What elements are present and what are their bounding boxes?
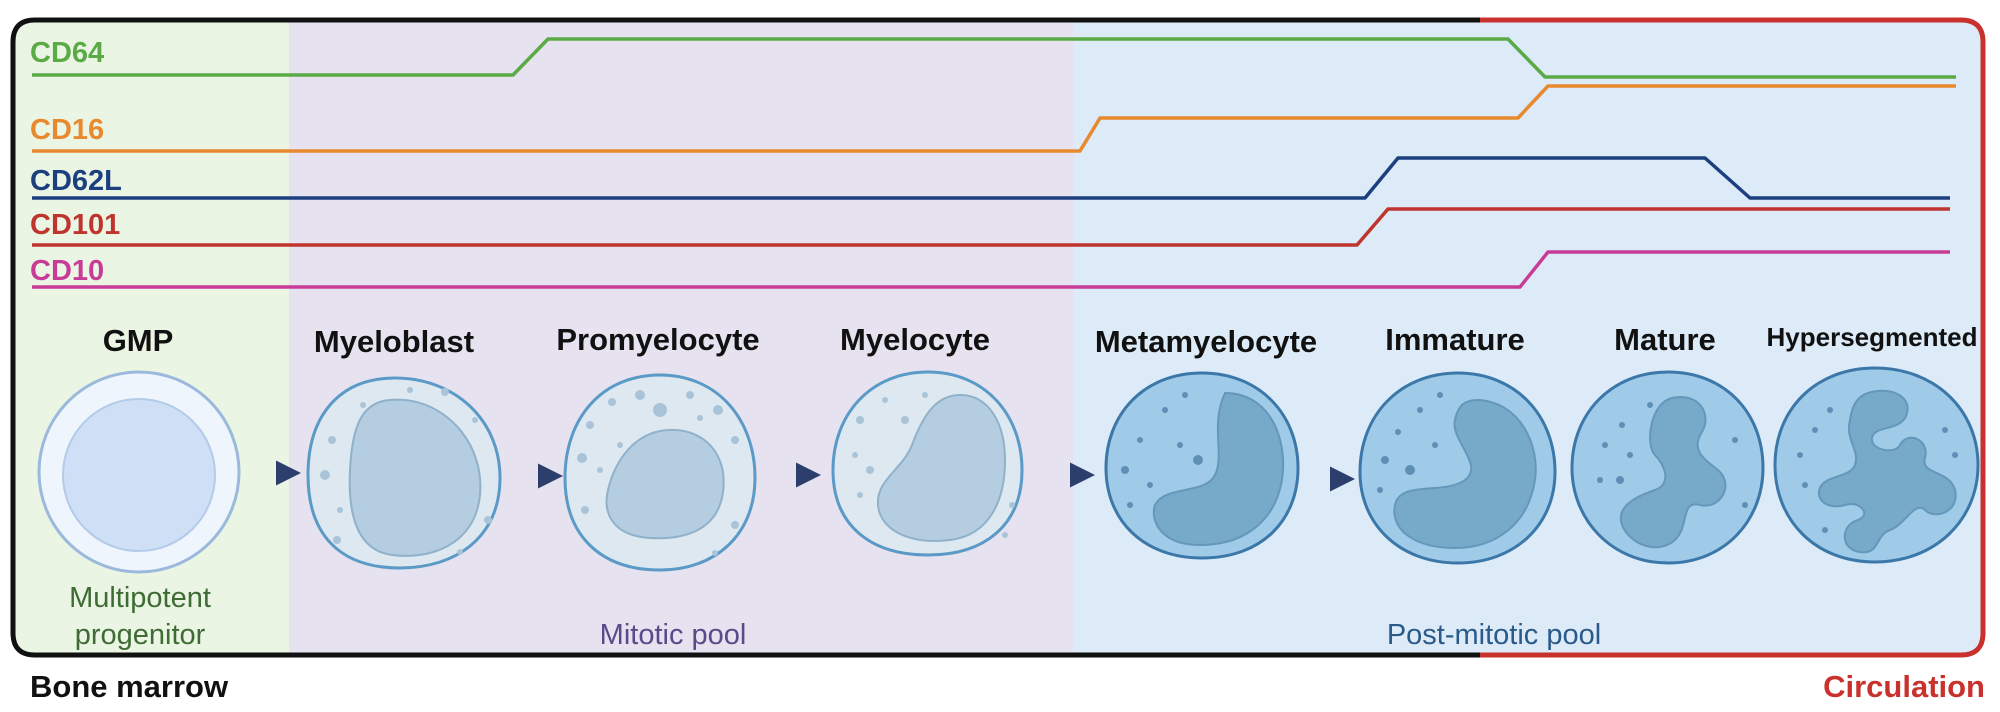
cd62l-expression-line bbox=[32, 156, 1950, 200]
myeloblast-cell-icon bbox=[306, 376, 502, 570]
marker-label-cd62l: CD62L bbox=[30, 165, 122, 197]
immature-neutrophil-icon bbox=[1358, 371, 1557, 565]
stage-label-promyelocyte: Promyelocyte bbox=[556, 322, 759, 357]
mitotic-pool-label: Mitotic pool bbox=[600, 619, 747, 651]
myelocyte-cell-icon bbox=[831, 370, 1024, 557]
circulation-label: Circulation bbox=[1823, 669, 1985, 704]
marker-lines bbox=[32, 37, 1956, 289]
progenitor-label-line2: progenitor bbox=[75, 619, 206, 651]
bone-marrow-label: Bone marrow bbox=[30, 669, 229, 704]
marker-label-cd64: CD64 bbox=[30, 37, 104, 69]
stage-label-metamyelocyte: Metamyelocyte bbox=[1095, 324, 1317, 359]
metamyelocyte-cell-icon bbox=[1104, 371, 1300, 560]
postmitotic-pool-label: Post-mitotic pool bbox=[1387, 619, 1601, 651]
circulation-border bbox=[1480, 17, 1986, 658]
cd10-expression-line bbox=[32, 250, 1950, 289]
cd64-expression-line bbox=[32, 37, 1956, 79]
stage-label-mature: Mature bbox=[1614, 322, 1716, 357]
stage-labels: GMP Myeloblast Promyelocyte Myelocyte Me… bbox=[103, 322, 1978, 359]
marker-label-cd10: CD10 bbox=[30, 255, 104, 287]
marker-labels: CD64 CD16 CD62L CD101 CD10 bbox=[30, 37, 122, 287]
marker-label-cd16: CD16 bbox=[30, 114, 104, 146]
promyelocyte-cell-icon bbox=[563, 373, 757, 572]
stage-label-myeloblast: Myeloblast bbox=[314, 324, 474, 359]
cd16-expression-line bbox=[32, 84, 1956, 153]
progenitor-label-line1: Multipotent bbox=[69, 582, 211, 614]
mature-neutrophil-icon bbox=[1570, 370, 1765, 565]
gmp-cell-icon bbox=[37, 370, 241, 574]
pool-labels: Multipotent progenitor Mitotic pool Post… bbox=[69, 582, 1601, 651]
bone-marrow-border bbox=[10, 17, 1480, 658]
marker-label-cd101: CD101 bbox=[30, 209, 120, 241]
cd101-expression-line bbox=[32, 207, 1950, 247]
stage-label-hypersegmented: Hypersegmented bbox=[1767, 322, 1978, 352]
progression-arrows bbox=[240, 460, 1355, 492]
stage-label-gmp: GMP bbox=[103, 323, 174, 358]
stage-label-immature: Immature bbox=[1385, 322, 1525, 357]
stage-label-myelocyte: Myelocyte bbox=[840, 322, 990, 357]
hypersegmented-neutrophil-icon bbox=[1773, 366, 1980, 564]
